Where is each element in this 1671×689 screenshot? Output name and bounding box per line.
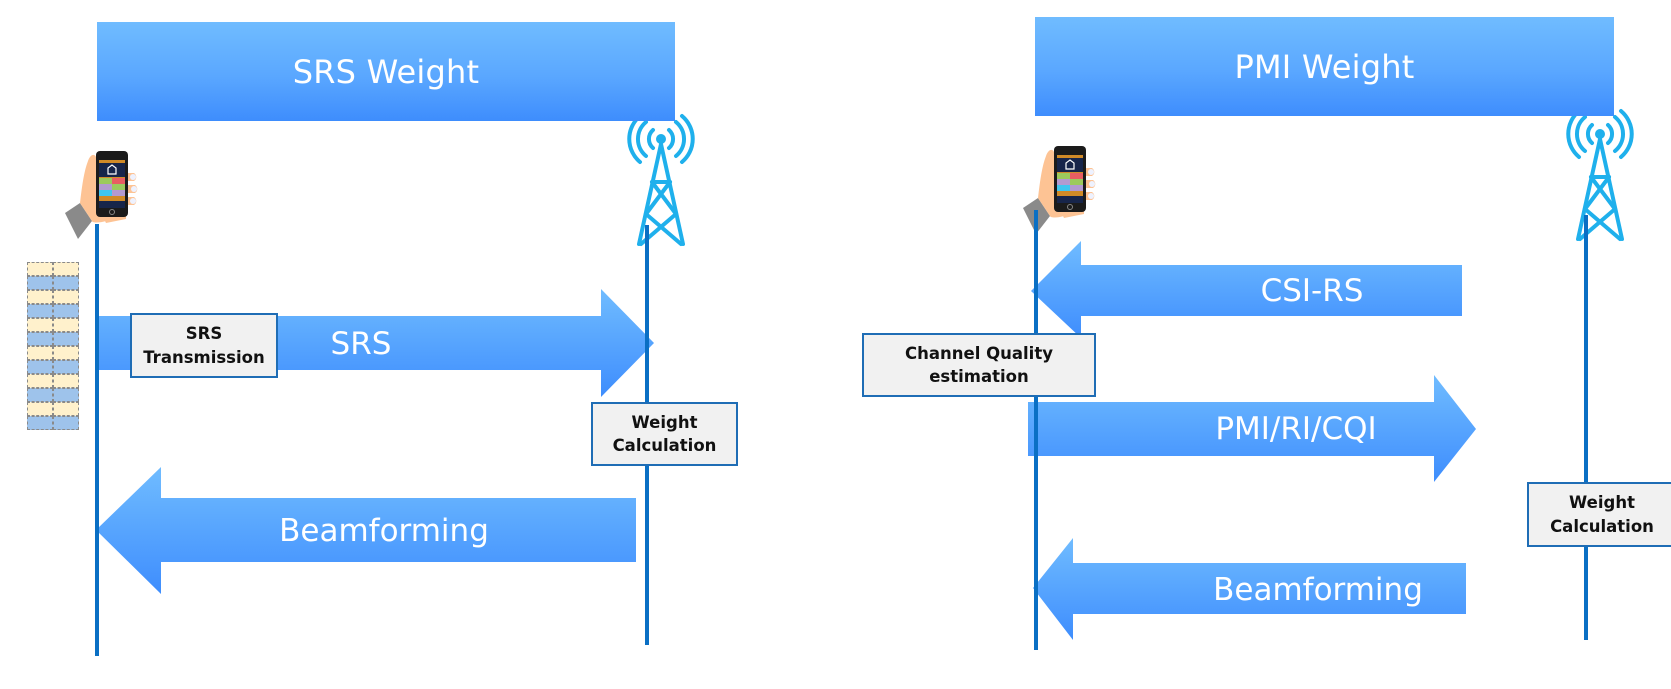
- beamforming-arrow-pmi: [1033, 538, 1466, 640]
- srs-transmission-note: SRS Transmission: [130, 313, 278, 378]
- pmi-ri-cqi-arrow: [1028, 375, 1476, 482]
- srs-weight-header: SRS Weight: [97, 22, 675, 121]
- channel-quality-estimation-note: Channel Quality estimation: [862, 333, 1096, 397]
- grid-cell-blue: [27, 360, 53, 374]
- grid-cell-yellow: [27, 318, 53, 332]
- grid-row: [27, 346, 79, 360]
- srs-resource-grid: [27, 262, 79, 430]
- grid-row: [27, 360, 79, 374]
- grid-cell-yellow: [27, 290, 53, 304]
- grid-cell-yellow: [53, 290, 79, 304]
- weight-calculation-note: Weight Calculation: [591, 402, 738, 466]
- beamforming-label: Beamforming: [279, 513, 489, 549]
- grid-cell-blue: [27, 388, 53, 402]
- grid-cell-blue: [53, 416, 79, 430]
- cell-tower-icon: [627, 114, 695, 246]
- grid-cell-blue: [27, 304, 53, 318]
- pmi-ri-cqi-label: PMI/RI/CQI: [1215, 411, 1377, 447]
- grid-cell-yellow: [53, 402, 79, 416]
- grid-cell-blue: [53, 388, 79, 402]
- grid-cell-yellow: [27, 346, 53, 360]
- grid-row: [27, 374, 79, 388]
- grid-cell-yellow: [53, 374, 79, 388]
- grid-cell-blue: [53, 304, 79, 318]
- grid-cell-yellow: [53, 346, 79, 360]
- grid-row: [27, 304, 79, 318]
- csi-rs-label: CSI-RS: [1260, 273, 1364, 309]
- pmi-weight-header: PMI Weight: [1035, 17, 1614, 116]
- grid-cell-yellow: [53, 262, 79, 276]
- csi-rs-arrow: [1031, 241, 1462, 338]
- grid-row: [27, 318, 79, 332]
- grid-cell-yellow: [27, 262, 53, 276]
- grid-cell-blue: [53, 332, 79, 346]
- grid-cell-blue: [27, 276, 53, 290]
- grid-cell-yellow: [27, 402, 53, 416]
- grid-row: [27, 262, 79, 276]
- grid-row: [27, 388, 79, 402]
- weight-calculation-note: Weight Calculation: [1527, 482, 1671, 547]
- grid-cell-blue: [27, 416, 53, 430]
- grid-row: [27, 402, 79, 416]
- beamforming-label: Beamforming: [1213, 572, 1423, 608]
- srs-arrow-label: SRS: [330, 326, 392, 362]
- grid-cell-blue: [27, 332, 53, 346]
- grid-row: [27, 332, 79, 346]
- grid-row: [27, 276, 79, 290]
- ue-phone-icon: [64, 150, 138, 240]
- ue-lifeline: [1034, 210, 1038, 650]
- grid-cell-blue: [53, 276, 79, 290]
- grid-cell-yellow: [27, 374, 53, 388]
- grid-row: [27, 416, 79, 430]
- cell-tower-icon: [1566, 109, 1634, 241]
- grid-cell-blue: [53, 360, 79, 374]
- grid-row: [27, 290, 79, 304]
- gnb-lifeline: [1584, 215, 1588, 640]
- grid-cell-yellow: [53, 318, 79, 332]
- ue-lifeline: [95, 224, 99, 656]
- beamforming-arrow-srs: [96, 467, 636, 594]
